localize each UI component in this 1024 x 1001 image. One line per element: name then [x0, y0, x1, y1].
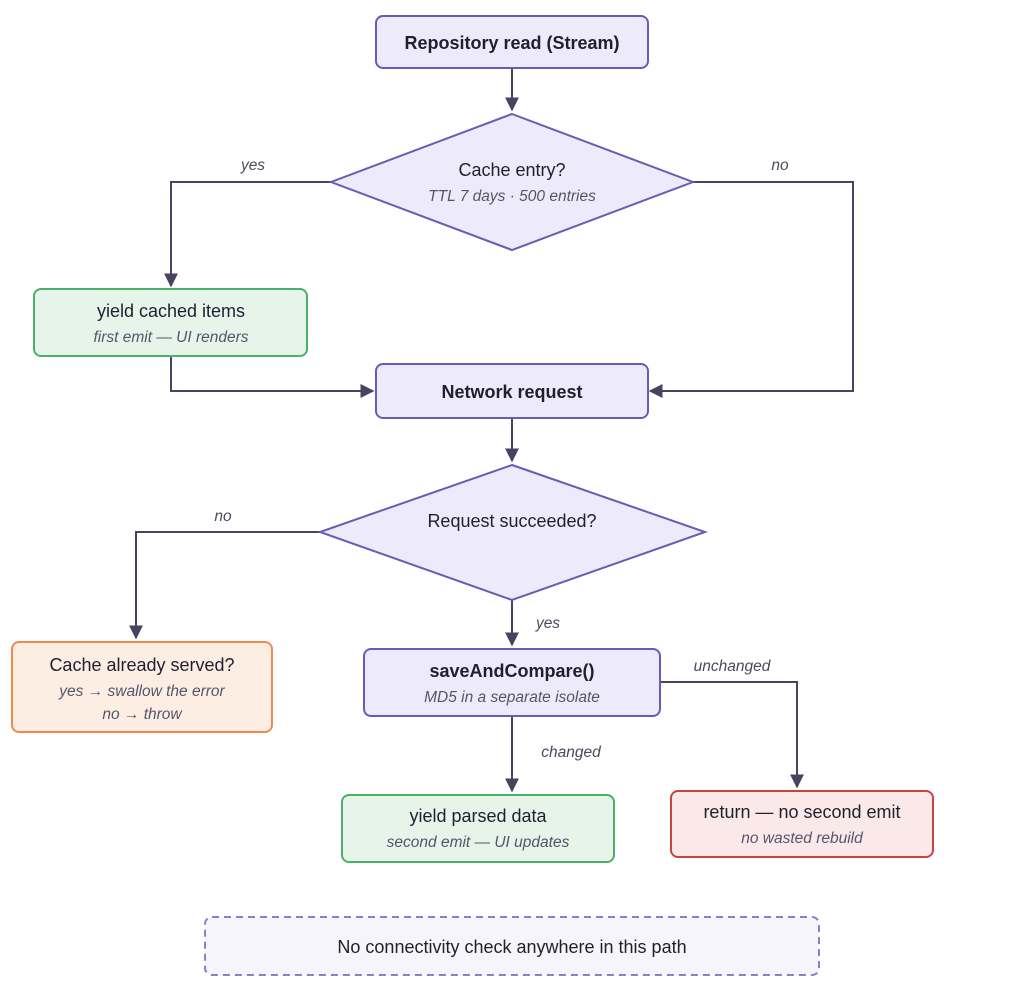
- node-repository-read: Repository read (Stream): [375, 15, 649, 69]
- edge-cache-yes: [164, 181, 331, 288]
- node-yield-cached-subtitle: first emit — UI renders: [93, 329, 248, 346]
- node-yield-parsed-box: [341, 794, 615, 863]
- node-network-request-box: [375, 363, 649, 419]
- node-cache-entry-diamond: [328, 112, 696, 252]
- note-connectivity-box: [204, 916, 820, 976]
- node-yield-cached: yield cached items first emit — UI rende…: [33, 288, 308, 357]
- node-save-compare: saveAndCompare() MD5 in a separate isola…: [363, 648, 661, 717]
- node-network-request: Network request: [375, 363, 649, 419]
- edge-label-cache-yes: yes: [240, 157, 265, 174]
- node-repository-read-title: Repository read (Stream): [404, 33, 619, 53]
- edge-cache-no: [648, 181, 854, 398]
- note-connectivity: No connectivity check anywhere in this p…: [204, 916, 820, 976]
- node-request-succeeded: Request succeeded?: [316, 463, 709, 602]
- node-save-compare-title: saveAndCompare(): [429, 661, 594, 681]
- node-yield-parsed: yield parsed data second emit — UI updat…: [341, 794, 615, 863]
- node-yield-cached-box: [33, 288, 308, 357]
- node-return-no-emit: return — no second emit no wasted rebuil…: [670, 790, 934, 858]
- node-cache-entry-title: Cache entry?: [458, 160, 565, 180]
- edge-label-compare-unchanged: unchanged: [694, 658, 772, 675]
- node-network-request-title: Network request: [441, 382, 582, 402]
- edge-label-request-yes: yes: [535, 615, 560, 632]
- edge-compare-unchanged: [660, 681, 804, 789]
- node-yield-parsed-subtitle: second emit — UI updates: [387, 834, 570, 851]
- node-cache-entry-subtitle: TTL 7 days · 500 entries: [428, 188, 596, 205]
- node-cache-served-box: [11, 641, 273, 733]
- edge-cached-to-network: [170, 357, 375, 398]
- node-save-compare-subtitle: MD5 in a separate isolate: [424, 689, 600, 706]
- edge-label-cache-no: no: [771, 157, 789, 174]
- node-return-no-emit-title: return — no second emit: [703, 802, 900, 822]
- edges: [129, 69, 854, 793]
- node-repository-read-box: [375, 15, 649, 69]
- node-return-no-emit-subtitle: no wasted rebuild: [741, 830, 864, 847]
- node-save-compare-box: [363, 648, 661, 717]
- edge-labels: yes no no yes unchanged changed: [214, 157, 789, 761]
- node-cache-served-line2: no → throw: [102, 706, 183, 723]
- node-cache-entry: Cache entry? TTL 7 days · 500 entries: [328, 112, 696, 252]
- node-request-succeeded-diamond: [316, 463, 709, 602]
- note-connectivity-text: No connectivity check anywhere in this p…: [337, 937, 686, 957]
- edge-request-no: [129, 531, 320, 640]
- node-yield-parsed-title: yield parsed data: [409, 806, 547, 826]
- node-return-no-emit-box: [670, 790, 934, 858]
- edge-label-compare-changed: changed: [541, 744, 602, 761]
- node-cache-served: Cache already served? yes → swallow the …: [11, 641, 273, 733]
- edge-label-request-no: no: [214, 508, 232, 525]
- node-cache-served-line1: yes → swallow the error: [58, 683, 225, 700]
- node-yield-cached-title: yield cached items: [97, 301, 245, 321]
- node-cache-served-title: Cache already served?: [49, 655, 234, 675]
- node-request-succeeded-title: Request succeeded?: [427, 511, 596, 531]
